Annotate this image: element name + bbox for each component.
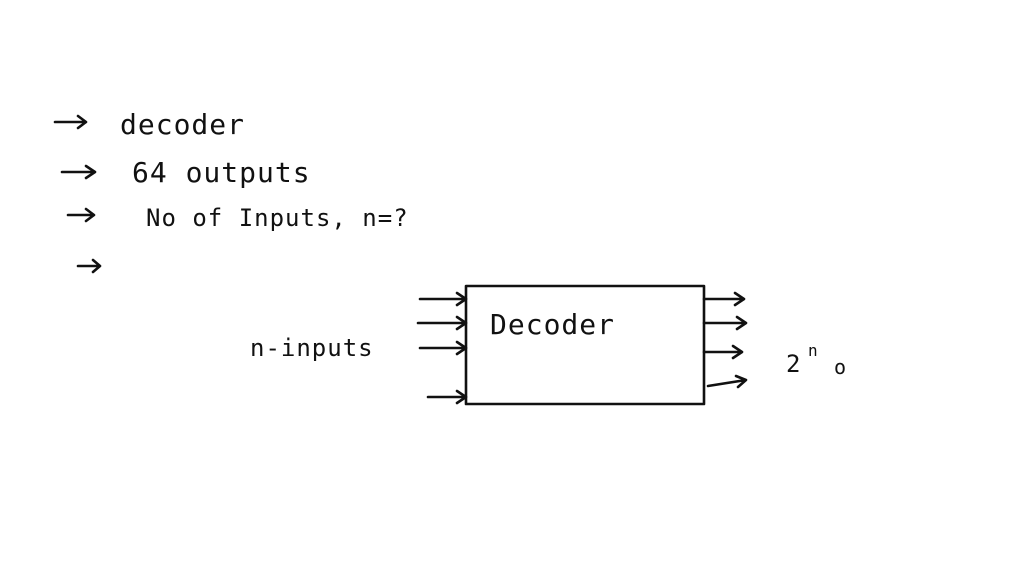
input-arrow-2 (416, 315, 468, 331)
bullet-arrow-4 (76, 258, 102, 274)
output-arrow-4 (706, 374, 748, 389)
inputs-label: n-inputs (250, 334, 374, 362)
input-arrow-4 (426, 389, 468, 405)
output-arrow-3 (702, 344, 744, 360)
outputs-label-exponent: n (808, 341, 819, 360)
note-64-outputs: 64 outputs (132, 156, 311, 189)
bullet-arrow-1 (53, 114, 88, 130)
decoder-block-label: Decoder (490, 308, 615, 341)
note-decoder: decoder (120, 108, 245, 141)
output-arrow-1 (702, 291, 746, 307)
outputs-label-base: 2 (786, 350, 801, 378)
output-arrow-2 (702, 315, 748, 331)
input-arrow-3 (418, 340, 468, 356)
outputs-label-suffix: o (834, 355, 847, 379)
input-arrow-1 (418, 291, 468, 307)
bullet-arrow-2 (60, 164, 97, 180)
decoder-block (464, 284, 706, 406)
bullet-arrow-3 (66, 207, 96, 223)
note-number-of-inputs: No of Inputs, n=? (146, 204, 409, 232)
